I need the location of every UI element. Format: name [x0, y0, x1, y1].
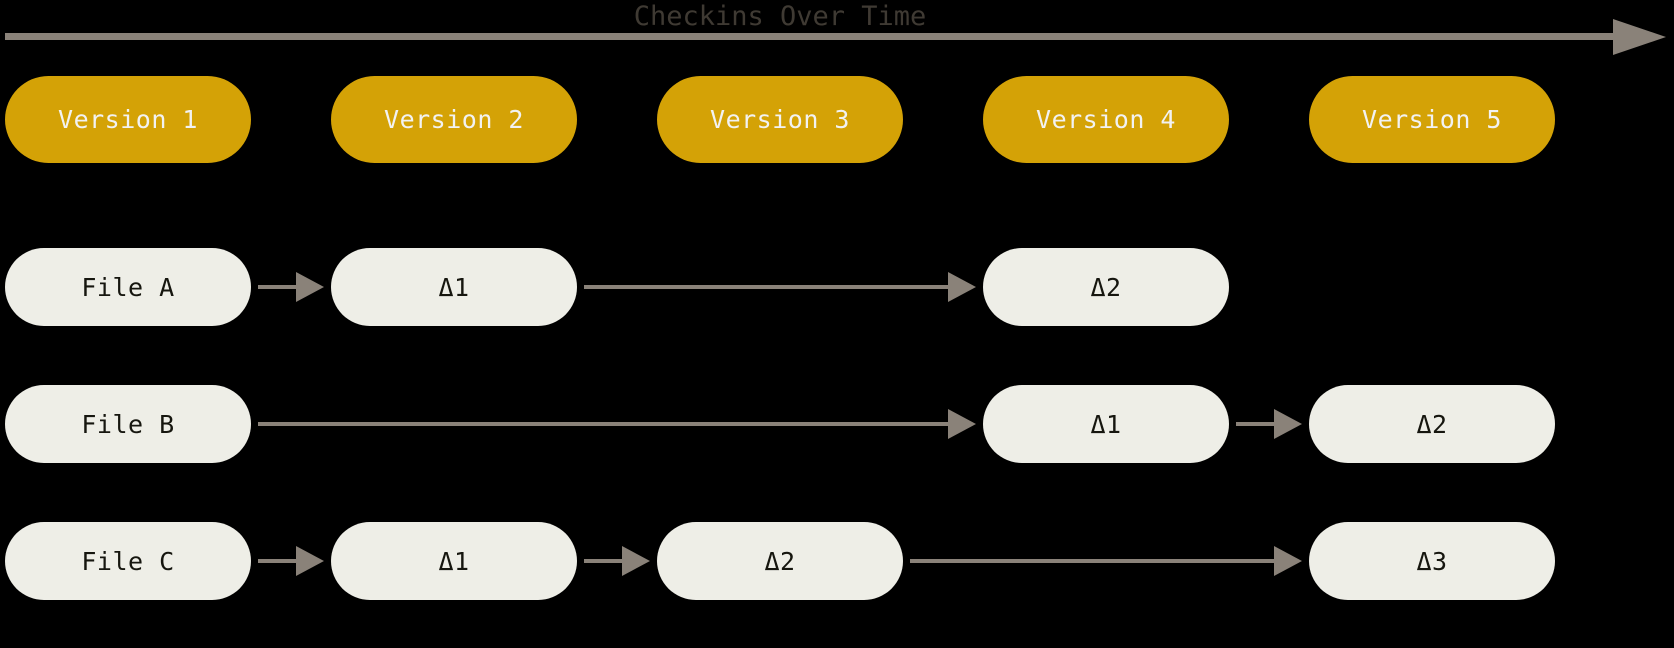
arrow-head-icon	[1274, 409, 1302, 439]
connector-line	[1236, 422, 1276, 426]
file-label-box[interactable]: File C	[5, 522, 251, 600]
version-pill-4[interactable]: Version 4	[983, 76, 1229, 163]
file-label-box[interactable]: File A	[5, 248, 251, 326]
connector-line	[584, 559, 624, 563]
connector-line	[584, 285, 950, 289]
connector-line	[258, 285, 298, 289]
delta-box[interactable]: Δ1	[983, 385, 1229, 463]
delta-box[interactable]: Δ2	[657, 522, 903, 600]
delta-box[interactable]: Δ1	[331, 522, 577, 600]
page-title: Checkins Over Time	[633, 1, 927, 32]
version-pill-1[interactable]: Version 1	[5, 76, 251, 163]
connector-line	[258, 422, 950, 426]
timeline-axis-line	[5, 33, 1635, 40]
arrow-head-icon	[1274, 546, 1302, 576]
arrow-head-icon	[296, 546, 324, 576]
timeline-arrow-icon	[1613, 19, 1666, 55]
version-pill-5[interactable]: Version 5	[1309, 76, 1555, 163]
delta-box[interactable]: Δ2	[983, 248, 1229, 326]
delta-box[interactable]: Δ3	[1309, 522, 1555, 600]
delta-box[interactable]: Δ1	[331, 248, 577, 326]
arrow-head-icon	[296, 272, 324, 302]
arrow-head-icon	[948, 272, 976, 302]
delta-box[interactable]: Δ2	[1309, 385, 1555, 463]
arrow-head-icon	[948, 409, 976, 439]
version-pill-3[interactable]: Version 3	[657, 76, 903, 163]
file-label-box[interactable]: File B	[5, 385, 251, 463]
connector-line	[258, 559, 298, 563]
arrow-head-icon	[622, 546, 650, 576]
connector-line	[910, 559, 1276, 563]
version-pill-2[interactable]: Version 2	[331, 76, 577, 163]
